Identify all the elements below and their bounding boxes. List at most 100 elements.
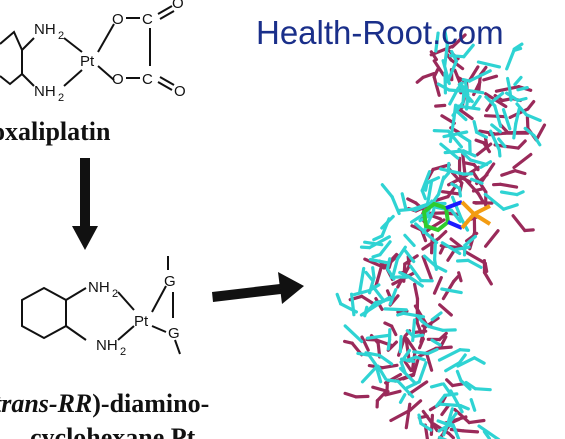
oxaliplatin-caption: oxaliplatin [0,117,111,146]
dna-stick [450,49,458,63]
dna-stick [398,335,403,354]
dna-stick [439,142,460,160]
dna-stick [505,48,516,71]
dna-stick [447,407,454,422]
carbonyl-top-label: O [172,0,184,12]
dna-stick [500,169,517,177]
dna-stick [449,389,464,414]
dna-stick [489,129,501,152]
dna-stick [380,183,394,199]
dna-stick [371,266,376,280]
dna-stick [380,214,395,230]
dach-caption-line2: cyclohexane Pt [30,423,196,439]
dna-stick [446,250,455,262]
dna-stick [512,46,523,53]
dna-stick [461,85,466,104]
dna-stick [453,408,471,425]
dna-stick [386,338,392,351]
dna-stick [471,94,482,109]
dna-stick [404,336,411,363]
dna-stick [458,108,474,121]
dna-stick [461,429,480,434]
dna-stick [425,180,433,207]
oxygen-top-label: O [112,11,124,28]
dna-stick [360,365,378,384]
dna-stick [449,417,461,425]
dna-stick [356,351,371,357]
dna-stick [411,318,417,343]
dna-stick [434,195,450,202]
dna-stick [420,189,427,201]
dna-stick [475,130,488,139]
dna-stick [411,329,428,335]
watermark-text: Health-Root.com [256,14,504,51]
dna-stick [482,74,499,82]
dna-stick [469,398,477,412]
dna-stick [437,331,448,342]
dna-stick [457,186,462,198]
amine-top-subscript: 2 [58,30,64,42]
dna-stick [378,240,392,257]
oxygen-bottom-label: O [112,71,124,88]
dna-stick [399,348,412,364]
dna-stick [421,209,436,234]
dna-stick [439,167,466,176]
dna-stick [360,294,375,305]
dna-stick [422,254,438,268]
dna-stick [413,282,420,301]
dna-stick [408,399,423,412]
cyclohexane-ring-bottom [21,286,67,340]
dna-stick [406,197,418,205]
dna-stick [458,404,470,411]
dna-stick [449,208,462,223]
dach-caption-rest: )-diamino- [92,389,209,418]
dna-stick [491,91,505,103]
dna-stick [462,43,475,59]
dna-stick [456,81,464,91]
dna-stick [473,387,492,392]
dna-stick [434,393,447,408]
dna-stick [383,321,394,328]
dna-stick [462,161,476,167]
dna-stick [390,195,401,216]
dna-stick [476,192,485,204]
dna-stick [458,348,471,352]
dna-stick [446,59,458,84]
dna-stick [506,76,512,91]
dna-stick [515,190,525,197]
dna-stick [512,152,533,170]
dna-stick [440,241,462,256]
dna-stick [449,58,465,71]
dna-stick [482,430,491,439]
dna-stick [446,129,463,149]
dna-stick [443,43,449,67]
guanine-top-label: G [164,273,176,290]
dna-stick [343,391,358,399]
amine-bottom-label: NH [34,83,56,100]
dna-stick [416,314,424,323]
dna-stick [339,302,358,314]
dna-stick [335,292,343,306]
dna-stick [532,133,542,147]
dna-stick [419,421,433,432]
dna-stick [360,335,370,352]
dna-stick [513,169,527,176]
cyclohexane-ring-top [0,30,23,86]
carbonyl-bottom-label: O [174,83,186,100]
dach-amine-top-subscript: 2 [112,288,118,300]
dna-stick [448,116,456,144]
dna-stick [502,203,519,211]
dach-platinum-label: Pt [134,313,149,330]
dna-stick [483,192,506,211]
dna-stick [434,345,453,350]
right-arrow [212,272,304,304]
dna-stick [381,363,399,370]
dna-stick [377,353,394,366]
dna-stick [433,242,437,262]
dna-stick [430,311,443,322]
dna-stick [472,356,486,365]
dna-stick [463,78,470,97]
dach-pt-structure [21,256,181,355]
dna-stick [448,86,460,106]
dna-stick [479,160,493,169]
